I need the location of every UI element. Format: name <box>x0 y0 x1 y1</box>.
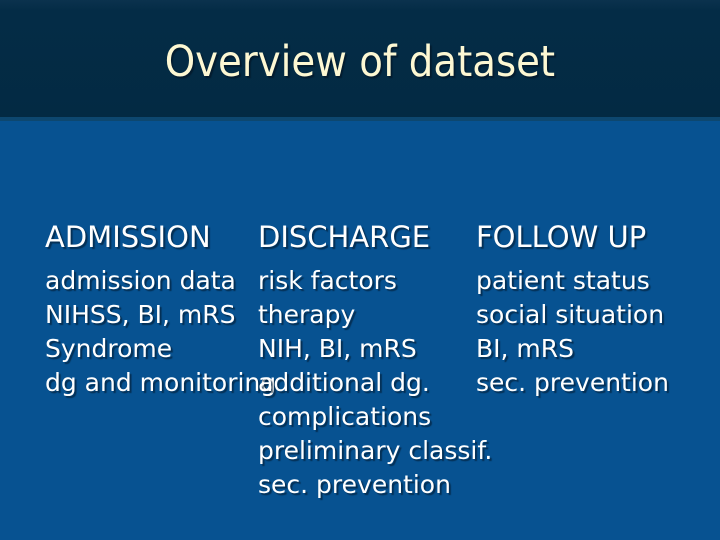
list-item: sec. prevention <box>258 470 451 499</box>
list-item: sec. prevention <box>476 368 669 397</box>
column-header-admission: ADMISSION <box>45 220 211 254</box>
page-title-text: Overview of dataset <box>164 37 556 87</box>
list-item: admission data <box>45 266 236 295</box>
list-item: social situation <box>476 300 665 329</box>
list-item: therapy <box>258 300 356 329</box>
column-followup: FOLLOW UP patient status social situation… <box>476 221 711 400</box>
list-item: risk factors <box>258 266 397 295</box>
list-item: complications <box>258 402 432 431</box>
column-header-discharge: DISCHARGE <box>258 220 431 254</box>
title-bar <box>0 0 720 121</box>
list-item: preliminary classif. <box>258 436 493 465</box>
list-item: dg and monitoring <box>45 368 277 397</box>
list-item: patient status <box>476 266 650 295</box>
list-item: NIH, BI, mRS <box>258 334 417 363</box>
page-title: Overview of dataset <box>0 41 720 84</box>
column-header-followup: FOLLOW UP <box>476 220 647 254</box>
list-item: BI, mRS <box>476 334 575 363</box>
list-item: additional dg. <box>258 368 430 397</box>
list-item: NIHSS, BI, mRS <box>45 300 236 329</box>
list-item: Syndrome <box>45 334 173 363</box>
